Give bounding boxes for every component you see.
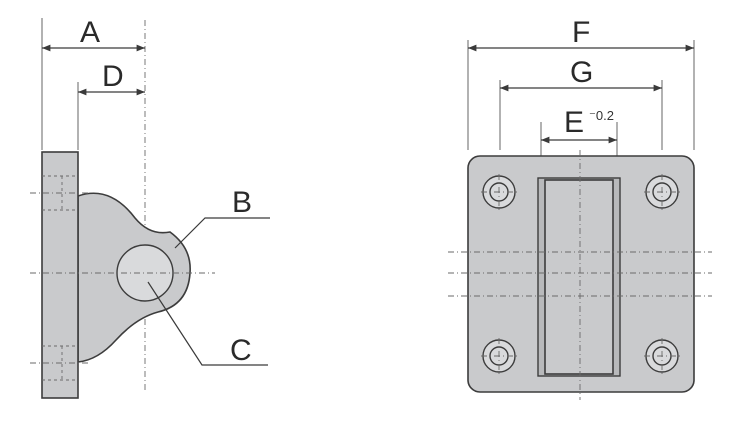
label-a: A [80, 16, 100, 49]
label-g: G [570, 56, 593, 89]
label-c: C [230, 334, 252, 367]
leader-b [174, 217, 270, 249]
base-plate [41, 151, 79, 399]
lug-slot-inner [544, 179, 614, 375]
bolt-hole-bottom-left [481, 338, 517, 374]
label-e: E [564, 106, 584, 139]
label-b: B [232, 186, 252, 219]
label-d: D [102, 60, 124, 93]
label-f: F [572, 16, 590, 49]
bolt-hole-top-right [644, 174, 680, 210]
leader-c [147, 281, 268, 366]
label-e-tolerance: ⁻0.2 [589, 108, 614, 123]
bolt-hole-bottom-right [644, 338, 680, 374]
bolt-hole-top-left [481, 174, 517, 210]
side-view: A D B C [30, 16, 270, 399]
hidden-bolt-holes [30, 175, 90, 381]
front-view: F G E ⁻0.2 [448, 16, 712, 400]
